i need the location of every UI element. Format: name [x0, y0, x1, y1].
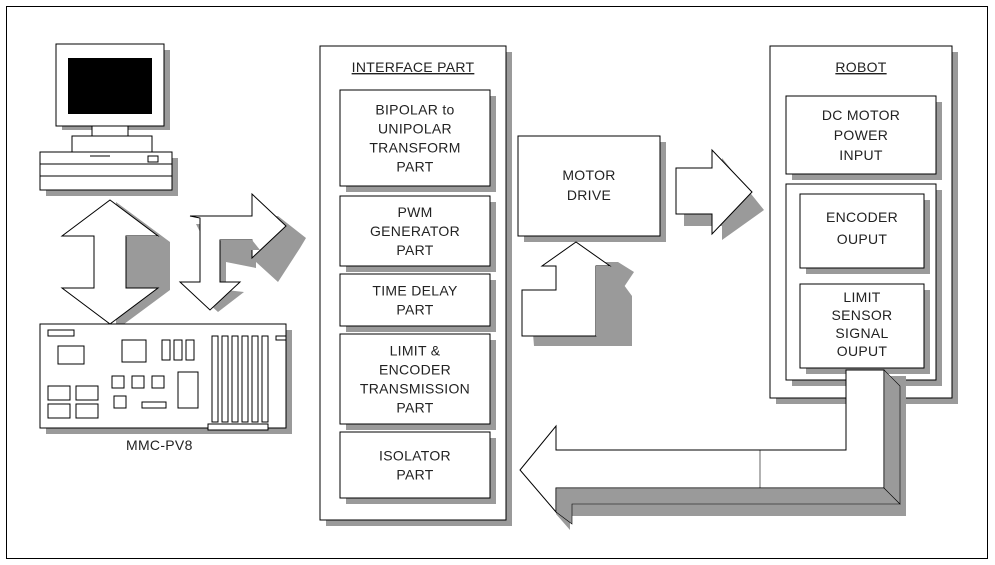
board-interface-arrow — [178, 192, 306, 312]
pc-board-double-arrow — [60, 199, 170, 330]
interface-subpart-4-line-2: ENCODER — [379, 362, 451, 378]
interface-subpart-5-line-1: ISOLATOR — [379, 448, 451, 464]
interface-motor-arrow — [521, 241, 634, 346]
interface-subpart-2 — [339, 195, 491, 267]
interface-subpart-3-line-2: PART — [396, 302, 433, 318]
interface-title: INTERFACE PART — [352, 59, 475, 75]
motor-drive-line-2: DRIVE — [567, 187, 611, 203]
interface-subpart-1-line-2: UNIPOLAR — [378, 121, 452, 137]
encoder-line-1: ENCODER — [826, 209, 898, 225]
robot-panel: ROBOT DC MOTOR POWER INPUT ENCODER OUPUT… — [769, 45, 958, 404]
interface-subpart-5-line-2: PART — [396, 467, 433, 483]
limit-line-3: SIGNAL — [835, 325, 888, 341]
interface-subpart-2-line-2: GENERATOR — [370, 223, 460, 239]
encoder-line-2: OUPUT — [837, 231, 888, 247]
interface-subpart-2-line-3: PART — [396, 242, 433, 258]
limit-line-1: LIMIT — [843, 289, 880, 305]
board-label: MMC-PV8 — [126, 437, 193, 453]
motor-drive-block: MOTOR DRIVE — [517, 135, 666, 242]
interface-subpart-5 — [339, 431, 491, 499]
interface-part-panel: INTERFACE PART BIPOLAR to UNIPOLAR TRANSFO… — [319, 45, 512, 526]
interface-subpart-1-line-3: TRANSFORM — [369, 140, 460, 156]
power-line-1: DC MOTOR — [822, 107, 900, 123]
interface-subpart-1-line-1: BIPOLAR to — [375, 102, 454, 118]
motor-drive-line-1: MOTOR — [562, 167, 615, 183]
interface-subpart-4-line-4: PART — [396, 400, 433, 416]
interface-subpart-4-line-1: LIMIT & — [390, 343, 441, 359]
interface-subpart-4-line-3: TRANSMISSION — [360, 381, 470, 397]
interface-subpart-1-line-4: PART — [396, 159, 433, 175]
interface-subpart-3-line-1: TIME DELAY — [372, 283, 458, 299]
limit-line-4: OUPUT — [837, 343, 888, 359]
interface-subpart-1 — [339, 89, 491, 187]
interface-subpart-4 — [339, 333, 491, 425]
limit-line-2: SENSOR — [832, 307, 893, 323]
motor-robot-arrow — [675, 148, 764, 240]
mmc-pv8-board: MMC-PV8 — [39, 323, 292, 453]
power-line-2: POWER — [834, 127, 888, 143]
feedback-return-arrow — [519, 369, 906, 530]
robot-title: ROBOT — [835, 59, 886, 75]
computer-icon — [39, 43, 178, 196]
interface-subpart-2-line-1: PWM — [397, 204, 432, 220]
power-line-3: INPUT — [839, 147, 883, 163]
interface-subpart-3 — [339, 273, 491, 327]
